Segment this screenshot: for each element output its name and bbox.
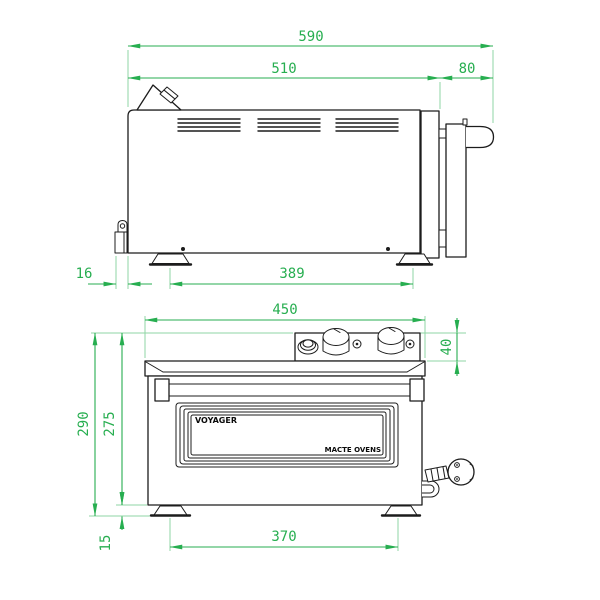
top-ledge	[144, 360, 426, 377]
dimension-door-projection: 80	[439, 61, 494, 81]
side-view-extension-lines	[115, 50, 494, 289]
dimension-foot-height: 15	[98, 491, 125, 552]
dim-label-510: 510	[271, 61, 296, 77]
dim-label-275: 275	[102, 411, 118, 436]
dim-label-450: 450	[272, 302, 297, 318]
control-knob-1	[322, 328, 350, 356]
dim-label-590: 590	[298, 29, 323, 45]
dim-label-15: 15	[98, 535, 114, 552]
dimension-feet-distance-side: 389	[169, 266, 414, 287]
control-panel	[294, 327, 421, 362]
dimension-total-depth: 590	[127, 29, 494, 49]
dim-label-16: 16	[76, 266, 93, 282]
power-cord-plug	[421, 458, 475, 498]
dimension-panel-height: 40	[439, 318, 460, 376]
vent-slots	[177, 118, 399, 132]
dimension-feet-distance-front: 370	[169, 529, 399, 550]
dimension-total-height: 290	[76, 332, 98, 517]
dimension-body-height: 275	[102, 332, 125, 506]
front-feet	[149, 505, 422, 517]
screw-dot	[386, 247, 390, 251]
dim-label-80: 80	[459, 61, 476, 77]
side-view: 590 510 80 16 389	[76, 29, 495, 289]
schuko-plug	[447, 458, 475, 486]
pilot-light	[297, 339, 319, 355]
side-feet	[148, 247, 434, 266]
control-knob-2	[377, 327, 405, 355]
door-handle-front	[154, 378, 425, 402]
brand-label: VOYAGER	[195, 416, 237, 425]
maker-label: MACTE OVENS	[325, 446, 381, 454]
panel-screws	[352, 339, 415, 349]
side-body	[127, 109, 421, 254]
door-assembly	[420, 110, 495, 259]
dim-label-389: 389	[279, 266, 304, 282]
dim-label-370: 370	[271, 529, 296, 545]
dim-label-40: 40	[439, 339, 455, 356]
dim-label-290: 290	[76, 411, 92, 436]
dimension-latch-projection: 16	[76, 266, 152, 287]
door-handle-side	[465, 125, 495, 149]
dimension-width: 450	[144, 302, 426, 323]
screw-dot	[181, 247, 185, 251]
front-view: 450 40 290 275 15 370	[76, 302, 475, 552]
flue-damper	[136, 84, 182, 111]
door-window: VOYAGER MACTE OVENS	[175, 402, 399, 468]
rear-latch	[114, 220, 128, 254]
dimension-body-depth: 510	[127, 61, 441, 81]
